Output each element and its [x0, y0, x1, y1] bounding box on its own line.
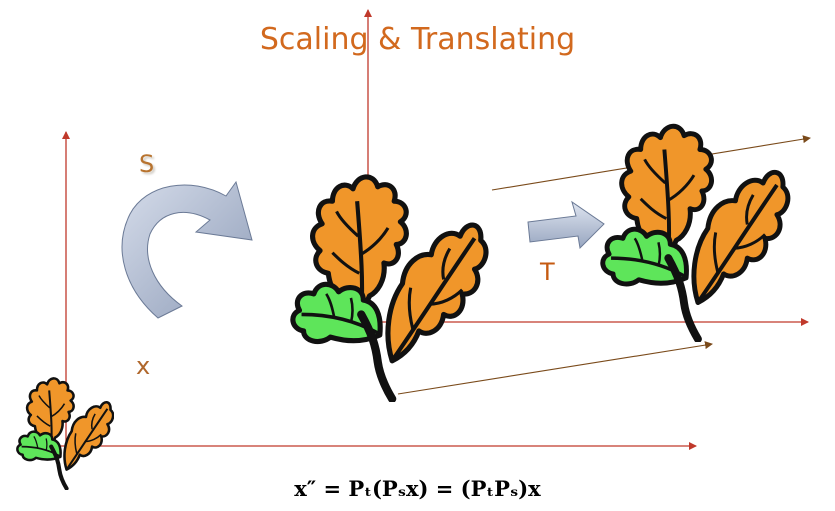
translation-arrow-icon	[527, 200, 605, 250]
leaf-cluster-scaled	[293, 177, 486, 399]
leaf-cluster-original	[17, 378, 113, 488]
scaling-arrow-icon	[121, 180, 253, 319]
leaf-cluster-translated	[603, 126, 788, 339]
composition-formula: x″ = Pₜ(Pₛx) = (PₜPₛ)x	[294, 476, 541, 501]
translation-label: T	[540, 258, 555, 286]
translation-guide-bottom	[397, 341, 713, 395]
point-x-label: x	[136, 352, 151, 380]
diagram-title: Scaling & Translating	[259, 22, 576, 57]
scaling-label: S	[139, 150, 155, 178]
